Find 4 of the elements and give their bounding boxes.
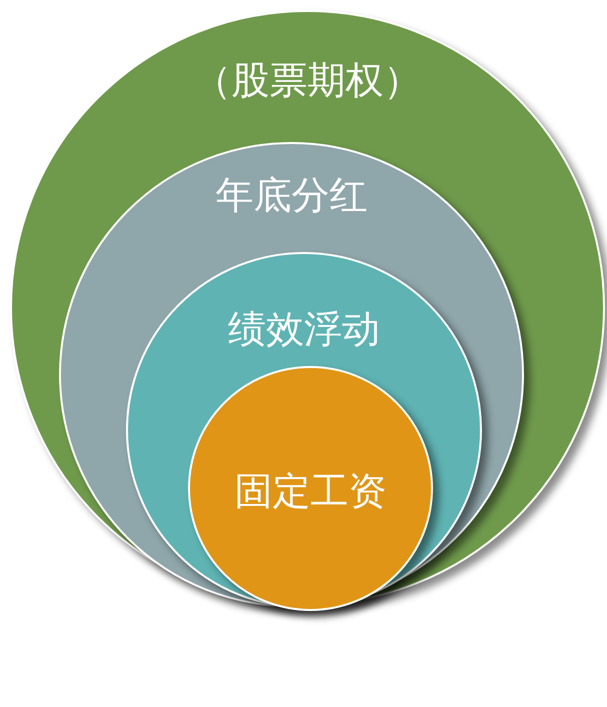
circle-label: 固定工资 xyxy=(234,468,386,514)
circle-label: （股票期权） xyxy=(194,57,422,103)
circle-label: 年底分红 xyxy=(216,172,368,218)
circle-label: 绩效浮动 xyxy=(228,306,380,352)
